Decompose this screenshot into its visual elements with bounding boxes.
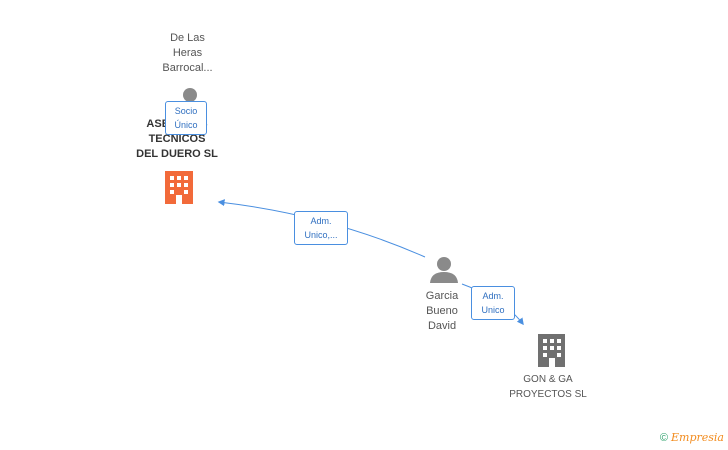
person-name-line: De Las <box>170 32 205 44</box>
brand-logo-text: Empresia <box>671 431 724 444</box>
company-name-line: TECNICOS <box>148 133 206 145</box>
person-name-line: David <box>427 320 457 332</box>
person-node-garcia-bueno[interactable]: Garcia Bueno David <box>412 289 472 334</box>
person-name-line: Heras <box>172 47 203 59</box>
company-name-line: PROYECTOS SL <box>509 389 587 400</box>
edge-label-line: Unico,... <box>304 230 338 240</box>
copyright-symbol: © <box>659 432 668 444</box>
person-name-line: Barrocal... <box>162 62 213 74</box>
company-name-line: GON & GA <box>523 374 573 385</box>
edge-label-adm-unico-main[interactable]: Adm. Unico,... <box>294 211 348 245</box>
edge-label-adm-unico-secondary[interactable]: Adm. Unico <box>471 286 515 320</box>
edge-label-line: Socio <box>174 106 198 116</box>
footer-brand: © Empresia <box>660 431 724 444</box>
person-node-de-las-heras[interactable]: De Las Heras Barrocal... <box>140 31 235 76</box>
company-name-line: DEL DUERO SL <box>136 148 218 160</box>
edge-label-line: Único <box>174 120 198 130</box>
person-name-line: Garcia <box>425 290 459 302</box>
edge-label-socio-unico[interactable]: Socio Único <box>165 101 207 135</box>
edge-label-line: Unico <box>481 305 505 315</box>
company-node-gon-ga-proyectos[interactable]: GON & GA PROYECTOS SL <box>493 372 603 402</box>
edge-label-line: Adm. <box>310 216 332 226</box>
person-name-line: Bueno <box>426 305 458 317</box>
edge-label-line: Adm. <box>482 291 504 301</box>
